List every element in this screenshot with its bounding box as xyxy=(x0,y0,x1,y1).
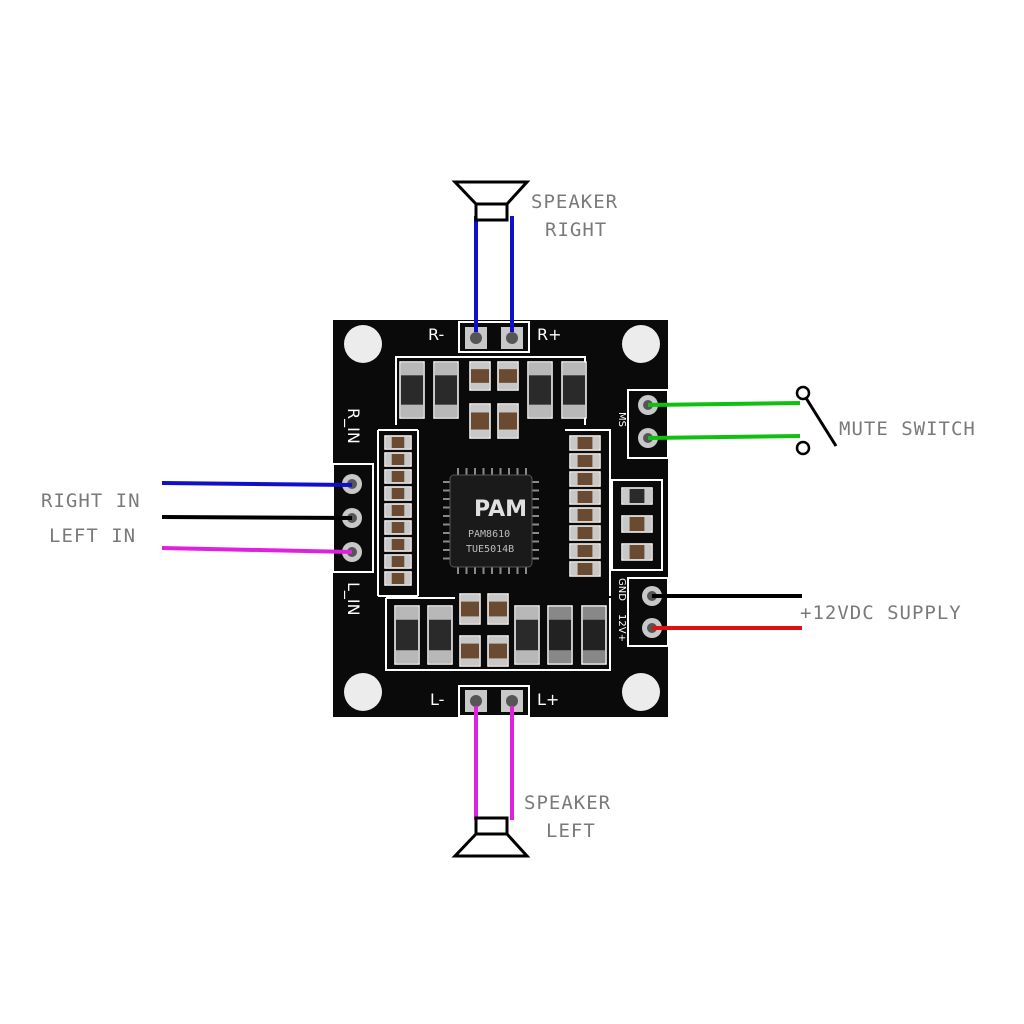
silk-gnd: GND xyxy=(616,578,627,601)
mounting-hole-top-right xyxy=(622,325,660,363)
smd-component xyxy=(561,361,587,419)
smd-component xyxy=(569,453,601,469)
mute-switch-icon xyxy=(795,385,838,456)
mounting-hole-bottom-left xyxy=(344,673,382,711)
smd-component xyxy=(384,452,412,467)
smd-component xyxy=(487,635,509,667)
smd-component xyxy=(469,403,491,439)
speaker-right-icon xyxy=(451,180,531,222)
label-speaker-left-line2: LEFT xyxy=(546,820,596,842)
mounting-hole-bottom-right xyxy=(622,673,660,711)
smd-component xyxy=(569,525,601,541)
pcb-board: PAM PAM8610 TUE5014B R- R+ L- L+ R_IN L_… xyxy=(332,320,669,717)
wire-mute-1 xyxy=(647,401,801,407)
wire-mute-2 xyxy=(647,434,801,440)
smd-component xyxy=(621,543,653,561)
smd-component xyxy=(621,487,653,505)
smd-component xyxy=(459,635,481,667)
wire-left-in xyxy=(161,546,353,554)
label-speaker-right-line2: RIGHT xyxy=(545,219,607,241)
label-speaker-left-line1: SPEAKER xyxy=(524,792,611,814)
speaker-left-icon xyxy=(451,816,531,858)
smd-component xyxy=(384,435,412,450)
silk-12v: 12V+ xyxy=(616,614,627,642)
smd-component xyxy=(621,515,653,533)
smd-component xyxy=(399,361,425,419)
silk-l-plus: L+ xyxy=(537,690,559,709)
silk-r-in: R_IN xyxy=(343,408,363,444)
solder-pads xyxy=(342,327,662,712)
smd-component xyxy=(581,605,607,665)
smd-component xyxy=(514,605,540,665)
chip-part-number: PAM8610 xyxy=(468,529,510,540)
silk-r-minus: R- xyxy=(428,325,444,344)
smd-component xyxy=(384,503,412,518)
silk-ms: MS xyxy=(616,412,627,427)
silk-r-plus: R+ xyxy=(537,325,562,344)
smd-component xyxy=(487,593,509,625)
silkscreen-outlines xyxy=(332,321,669,717)
smd-component xyxy=(459,593,481,625)
chip-date-code: TUE5014B xyxy=(466,544,514,555)
smd-component xyxy=(569,435,601,451)
mounting-hole-top-left xyxy=(344,325,382,363)
smd-component xyxy=(469,361,491,391)
smd-component xyxy=(433,361,459,419)
smd-component xyxy=(384,554,412,569)
label-mute-switch: MUTE SWITCH xyxy=(839,418,976,440)
smd-component xyxy=(569,507,601,523)
smd-component xyxy=(527,361,553,419)
smd-component xyxy=(394,605,420,665)
smd-component xyxy=(569,489,601,505)
wire-input-ground xyxy=(161,515,353,520)
label-left-in: LEFT IN xyxy=(49,525,136,547)
wire-right-in xyxy=(161,481,353,487)
smd-component xyxy=(384,520,412,535)
silk-l-minus: L- xyxy=(430,690,444,709)
smd-component xyxy=(547,605,573,665)
smd-component xyxy=(384,486,412,501)
smd-component xyxy=(569,471,601,487)
chip-logo: PAM xyxy=(474,497,527,522)
smd-component xyxy=(384,469,412,484)
wires xyxy=(161,216,802,820)
smd-component xyxy=(384,571,412,586)
smd-component xyxy=(497,361,519,391)
label-right-in: RIGHT IN xyxy=(41,490,141,512)
smd-component xyxy=(569,543,601,559)
label-speaker-right-line1: SPEAKER xyxy=(531,191,618,213)
smd-component xyxy=(569,561,601,577)
smd-component xyxy=(497,403,519,439)
pam8610-chip: PAM PAM8610 TUE5014B xyxy=(443,468,539,574)
smd-component xyxy=(427,605,453,665)
label-supply: +12VDC SUPPLY xyxy=(800,602,962,624)
smd-component xyxy=(384,537,412,552)
silk-l-in: L_IN xyxy=(343,582,363,616)
smd-components xyxy=(384,361,653,667)
